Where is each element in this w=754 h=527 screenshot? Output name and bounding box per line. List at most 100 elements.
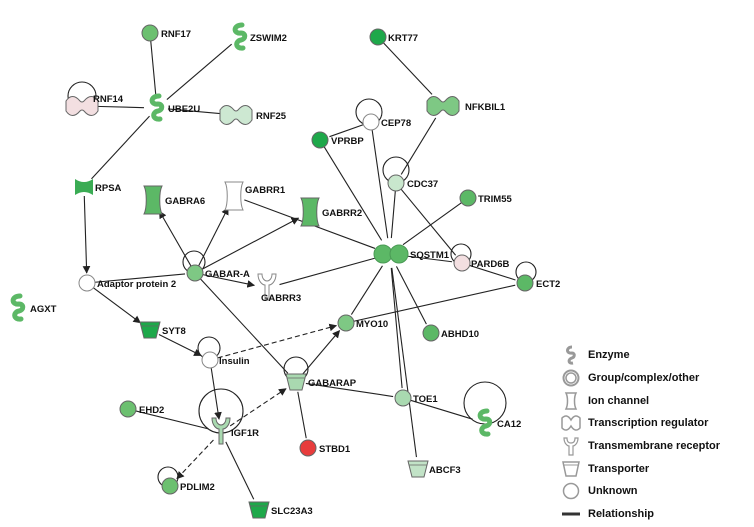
ion-icon xyxy=(300,197,320,227)
edge-sqstm1-gabrr3 xyxy=(279,257,377,286)
node-label: STBD1 xyxy=(319,444,351,455)
node-myo10[interactable]: MYO10 xyxy=(337,314,388,332)
node-sqstm1[interactable]: SQSTM1 xyxy=(373,244,450,264)
node-pdlim2[interactable]: PDLIM2 xyxy=(161,477,215,495)
node-ca12[interactable]: CA12 xyxy=(477,408,521,437)
node-label: GABRR2 xyxy=(322,208,362,219)
node-label: CEP78 xyxy=(381,118,411,129)
transcription-regulator-icon xyxy=(561,415,581,432)
node-label: PDLIM2 xyxy=(180,482,215,493)
edge-insulin-myo10 xyxy=(217,323,338,359)
node-abhd10[interactable]: ABHD10 xyxy=(422,324,479,342)
node-label: IGF1R xyxy=(231,428,259,439)
transcription-icon xyxy=(373,244,409,264)
node-rnf14[interactable]: RNF14 xyxy=(65,94,124,116)
legend-label-group: Group/complex/other xyxy=(588,372,700,385)
node-nfkbil1[interactable]: NFKBIL1 xyxy=(426,96,506,116)
circle-icon xyxy=(311,131,329,149)
edge-gabarap-myo10 xyxy=(302,330,341,375)
legend-label-receptor: Transmembrane receptor xyxy=(588,440,721,453)
edge-gabar_a-gabarap xyxy=(200,278,289,374)
node-rnf17[interactable]: RNF17 xyxy=(141,24,191,42)
unknown-icon xyxy=(562,483,580,500)
transporter-icon xyxy=(248,501,270,519)
enzyme-icon xyxy=(232,22,248,51)
circle-icon xyxy=(459,189,477,207)
edge-gabar_a-gabrr1 xyxy=(198,206,229,267)
node-syt8[interactable]: SYT8 xyxy=(139,321,186,339)
edge-cdc37-sqstm1 xyxy=(390,190,396,239)
edge-pard6b-ect2 xyxy=(469,264,516,281)
edge-rpsa-adaptorprotein2 xyxy=(82,195,91,274)
node-krt77[interactable]: KRT77 xyxy=(369,28,418,46)
node-rnf25[interactable]: RNF25 xyxy=(219,105,287,125)
circle-icon xyxy=(453,254,471,272)
node-trim55[interactable]: TRIM55 xyxy=(459,189,513,207)
receptor-icon xyxy=(257,273,277,301)
circle-icon xyxy=(141,24,159,42)
legend-row-unknown: Unknown xyxy=(560,480,750,503)
node-label: ECT2 xyxy=(536,279,560,290)
node-gabrr1[interactable]: GABRR1 xyxy=(224,181,286,211)
enzyme-icon xyxy=(10,293,26,322)
edge-gabarap-toe1 xyxy=(305,382,394,398)
legend: Enzyme Group/complex/other Ion channel T… xyxy=(560,344,750,526)
node-zswim2[interactable]: ZSWIM2 xyxy=(232,22,287,51)
node-toe1[interactable]: TOE1 xyxy=(394,389,438,407)
edge-trim55-sqstm1 xyxy=(402,202,462,246)
transporter-icon xyxy=(407,460,429,478)
node-label: GABRR3 xyxy=(261,293,301,304)
edge-zswim2-ube2u xyxy=(166,43,232,100)
edge-gabarap-stbd1 xyxy=(297,391,307,439)
other-icon xyxy=(75,179,93,195)
node-label: TOE1 xyxy=(413,394,438,405)
node-adaptorprotein2[interactable]: Adaptor protein 2 xyxy=(78,274,176,292)
legend-row-receptor: Transmembrane receptor xyxy=(560,435,750,458)
relationship-icon xyxy=(562,512,580,516)
edge-sqstm1-abhd10 xyxy=(395,266,427,325)
node-gabrr3[interactable]: GABRR3 xyxy=(257,273,301,304)
node-gabarap[interactable]: GABARAP xyxy=(285,373,357,391)
transporter-icon xyxy=(562,461,580,477)
node-ube2u[interactable]: UBE2U xyxy=(149,93,200,122)
circle-icon xyxy=(299,439,317,457)
transmembrane-receptor-icon xyxy=(563,437,579,456)
node-slc23a3[interactable]: SLC23A3 xyxy=(248,501,313,519)
transcription-icon xyxy=(219,105,253,125)
circle-icon xyxy=(161,477,179,495)
circle-icon xyxy=(387,174,405,192)
node-gabra6[interactable]: GABRA6 xyxy=(143,185,205,215)
circle-icon xyxy=(119,400,137,418)
node-label: SQSTM1 xyxy=(410,250,450,261)
node-label: EHD2 xyxy=(139,405,164,416)
ion-icon xyxy=(224,181,244,211)
node-igf1r[interactable]: IGF1R xyxy=(211,417,259,445)
node-pard6b[interactable]: PARD6B xyxy=(453,254,509,272)
node-cdc37[interactable]: CDC37 xyxy=(387,174,438,192)
edge-sqstm1-abcf3 xyxy=(391,267,417,458)
node-label: Adaptor protein 2 xyxy=(97,279,176,290)
node-ehd2[interactable]: EHD2 xyxy=(119,400,164,418)
node-stbd1[interactable]: STBD1 xyxy=(299,439,351,457)
edge-gabar_a-gabrr3 xyxy=(202,274,256,288)
node-vprbp[interactable]: VPRBP xyxy=(311,131,364,149)
edge-ube2u-rnf25 xyxy=(167,108,221,115)
node-insulin[interactable]: Insulin xyxy=(201,351,250,369)
node-label: Insulin xyxy=(219,356,250,367)
edge-cep78-vprbp xyxy=(329,124,364,138)
node-agxt[interactable]: AGXT xyxy=(10,293,57,322)
circle-icon xyxy=(394,389,412,407)
node-cep78[interactable]: CEP78 xyxy=(362,113,411,131)
circle-icon xyxy=(362,113,380,131)
edge-sqstm1-pard6b xyxy=(403,255,453,263)
node-ect2[interactable]: ECT2 xyxy=(516,274,560,292)
edge-igf1r-pdlim2 xyxy=(176,439,214,480)
node-label: PARD6B xyxy=(471,259,509,270)
node-label: GABRR1 xyxy=(245,185,286,196)
node-rpsa[interactable]: RPSA xyxy=(75,179,122,195)
node-gabar-a[interactable]: GABAR-A xyxy=(186,264,250,282)
node-abcf3[interactable]: ABCF3 xyxy=(407,460,461,478)
node-gabrr2[interactable]: GABRR2 xyxy=(300,197,362,227)
legend-row-group: Group/complex/other xyxy=(560,367,750,390)
edge-igf1r-slc23a3 xyxy=(225,441,255,500)
